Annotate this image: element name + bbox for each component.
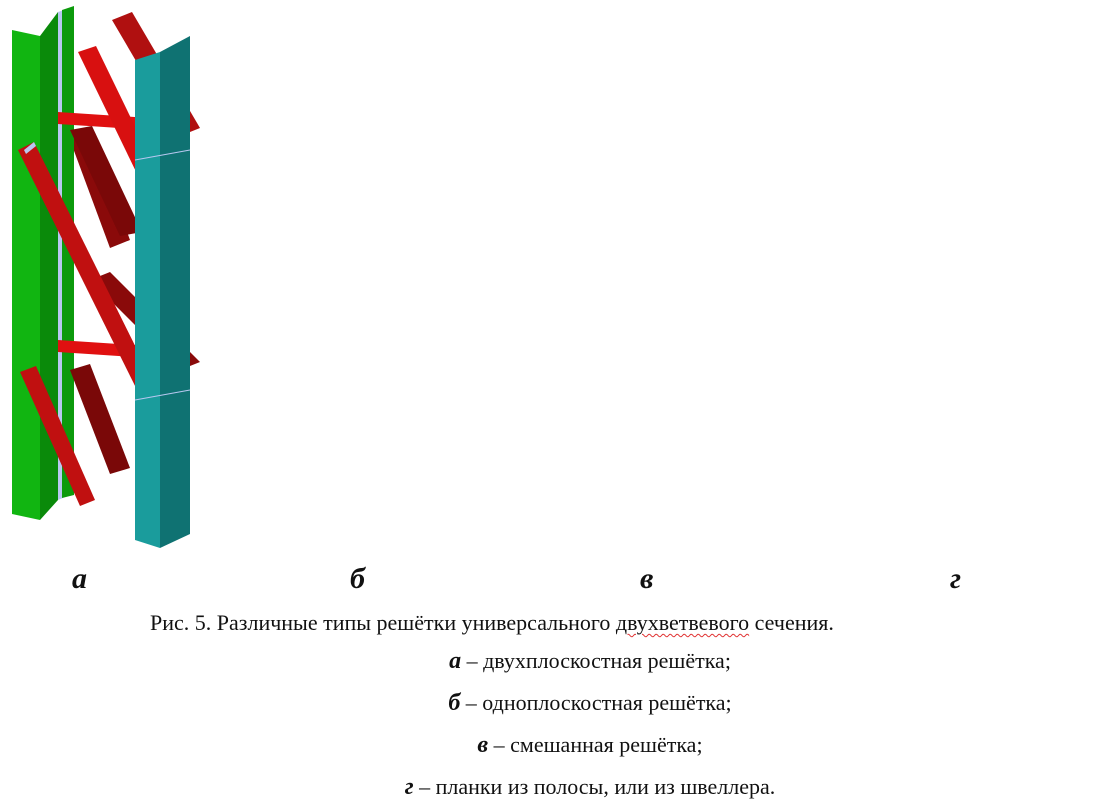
caption-item-b: б – одноплоскостная решётка; bbox=[0, 690, 1100, 716]
caption-title-marked-word: двухветвевого bbox=[615, 610, 750, 635]
caption-item-v: в – смешанная решётка; bbox=[0, 732, 1100, 758]
caption-item-g: г – планки из полосы, или из швеллера. bbox=[0, 774, 1100, 800]
caption-title: Рис. 5. Различные типы решётки универсал… bbox=[150, 610, 834, 636]
caption-title-prefix: Рис. 5. Различные типы решётки универсал… bbox=[150, 610, 616, 635]
panel-label-a: а bbox=[72, 562, 87, 595]
panel-label-g: г bbox=[950, 562, 962, 595]
panel-a-model bbox=[12, 6, 200, 548]
caption-item-v-text: – смешанная решётка; bbox=[488, 732, 703, 757]
caption-item-b-text: – одноплоскостная решётка; bbox=[460, 690, 732, 715]
panel-label-b: б bbox=[350, 562, 365, 595]
caption-item-g-letter: г bbox=[404, 774, 414, 800]
panel-label-v: в bbox=[640, 562, 654, 595]
caption-title-suffix: сечения. bbox=[749, 610, 834, 635]
caption-item-b-letter: б bbox=[448, 690, 461, 716]
lattice-types-figure bbox=[12, 6, 200, 548]
caption-item-a-letter: а bbox=[449, 648, 462, 674]
caption-item-g-text: – планки из полосы, или из швеллера. bbox=[413, 774, 776, 799]
caption-item-a-text: – двухплоскостная решётка; bbox=[461, 648, 731, 673]
caption-item-v-letter: в bbox=[477, 732, 489, 758]
caption-item-a: а – двухплоскостная решётка; bbox=[0, 648, 1100, 674]
